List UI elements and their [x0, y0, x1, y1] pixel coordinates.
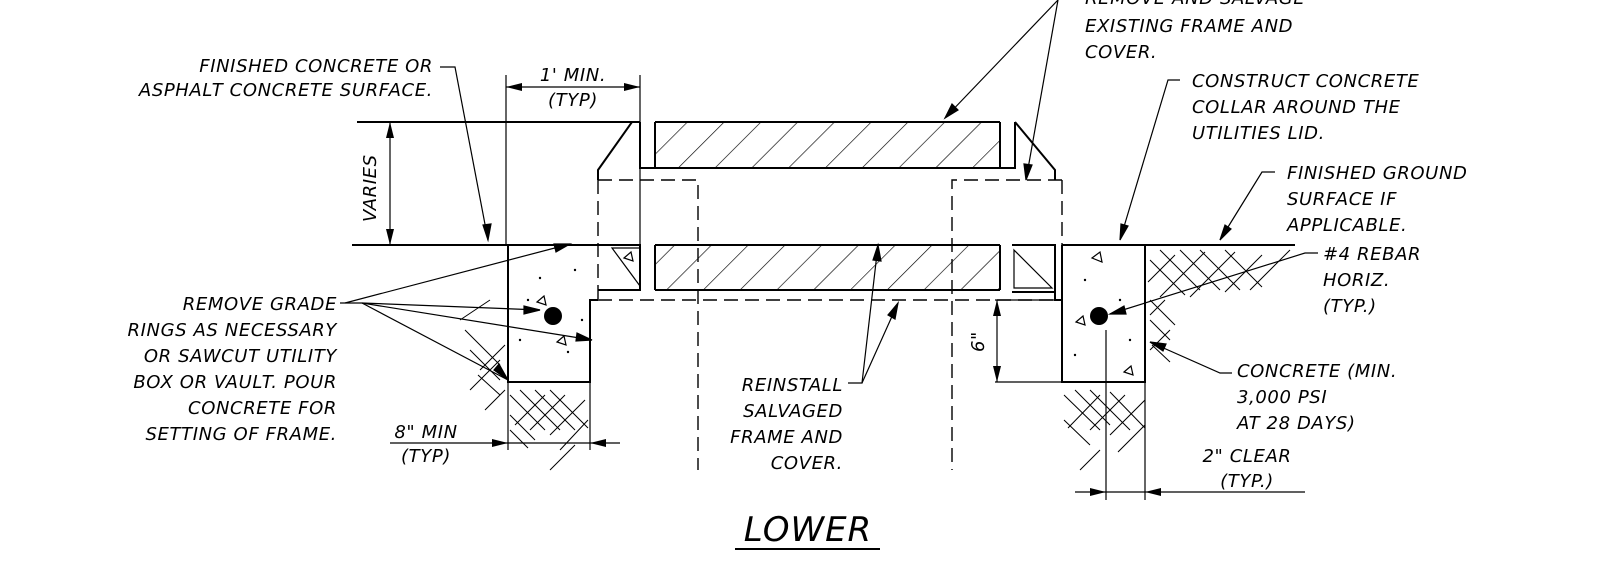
- note-finished-ground-line2: SURFACE IF: [1287, 189, 1397, 210]
- note-construct-collar: CONSTRUCT CONCRETE COLLAR AROUND THE UTI…: [1192, 71, 1419, 144]
- dimension-six-inch: [993, 299, 1062, 383]
- note-reinstall-line3: FRAME AND: [730, 427, 843, 448]
- note-remove-grade-line2: RINGS AS NECESSARY: [128, 320, 339, 341]
- dim-one-foot-label: 1' MIN.: [540, 65, 606, 86]
- dim-two-clear-typ: (TYP.): [1220, 471, 1274, 492]
- note-rebar-line1: #4 REBAR: [1323, 244, 1421, 265]
- dim-eight-inch-label: 8" MIN: [394, 422, 457, 443]
- note-construct-collar-line3: UTILITIES LID.: [1192, 123, 1325, 144]
- note-finished-ground: FINISHED GROUND SURFACE IF APPLICABLE.: [1286, 163, 1467, 236]
- note-finished-ground-line3: APPLICABLE.: [1286, 215, 1407, 236]
- dashed-frame-outline: [597, 179, 1063, 470]
- note-remove-grade-line5: CONCRETE FOR: [188, 398, 337, 419]
- note-construct-collar-line1: CONSTRUCT CONCRETE: [1192, 71, 1419, 92]
- note-remove-salvage: REMOVE AND SALVAGE EXISTING FRAME AND CO…: [1085, 0, 1305, 63]
- note-concrete-line2: 3,000 PSI: [1237, 387, 1327, 408]
- note-remove-grade-line3: OR SAWCUT UTILITY: [144, 346, 338, 367]
- note-rebar: #4 REBAR HORIZ. (TYP.): [1323, 244, 1421, 317]
- note-remove-grade-line6: SETTING OF FRAME.: [146, 424, 337, 445]
- left-rebar-dot: [544, 307, 562, 325]
- note-concrete-line3: AT 28 DAYS): [1236, 413, 1356, 434]
- dim-varies-label: VARIES: [360, 154, 381, 222]
- note-remove-salvage-line2: EXISTING FRAME AND: [1085, 16, 1293, 37]
- right-rebar-dot: [1090, 307, 1108, 325]
- existing-frame-and-cover: [508, 121, 1056, 180]
- note-finished-surface: FINISHED CONCRETE OR ASPHALT CONCRETE SU…: [138, 56, 433, 101]
- note-reinstall-line2: SALVAGED: [743, 401, 843, 422]
- note-remove-salvage-line3: COVER.: [1085, 42, 1157, 63]
- dimension-one-foot: [505, 75, 641, 245]
- note-remove-salvage-line1: REMOVE AND SALVAGE: [1085, 0, 1305, 9]
- reinstalled-frame-and-cover: [598, 244, 1056, 293]
- dimension-two-inch-clear: [1075, 330, 1305, 500]
- dim-eight-inch-typ: (TYP): [401, 446, 451, 467]
- note-reinstall: REINSTALL SALVAGED FRAME AND COVER.: [730, 375, 843, 474]
- note-reinstall-line4: COVER.: [771, 453, 843, 474]
- dimension-eight-inch: [390, 382, 620, 450]
- dim-two-clear-label: 2" CLEAR: [1202, 446, 1291, 467]
- soil-hatching: [459, 249, 1291, 471]
- note-remove-grade-line4: BOX OR VAULT. POUR: [133, 372, 337, 393]
- note-construct-collar-line2: COLLAR AROUND THE: [1192, 97, 1401, 118]
- note-remove-grade-line1: REMOVE GRADE: [183, 294, 337, 315]
- drawing-title: LOWER: [744, 510, 872, 550]
- note-finished-surface-line2: ASPHALT CONCRETE SURFACE.: [138, 80, 433, 101]
- note-remove-grade: REMOVE GRADE RINGS AS NECESSARY OR SAWCU…: [128, 294, 339, 445]
- dimension-varies: [386, 122, 394, 245]
- note-finished-surface-line1: FINISHED CONCRETE OR: [199, 56, 433, 77]
- note-concrete: CONCRETE (MIN. 3,000 PSI AT 28 DAYS): [1236, 361, 1397, 434]
- leader-lines: [340, 0, 1318, 384]
- note-rebar-line2: HORIZ.: [1323, 270, 1390, 291]
- dim-six-inch-label: 6": [968, 331, 989, 352]
- dim-one-foot-typ: (TYP): [548, 90, 598, 111]
- note-rebar-line3: (TYP.): [1323, 296, 1377, 317]
- note-finished-ground-line1: FINISHED GROUND: [1287, 163, 1467, 184]
- note-reinstall-line1: REINSTALL: [742, 375, 843, 396]
- note-concrete-line1: CONCRETE (MIN.: [1237, 361, 1397, 382]
- right-concrete-collar: [1054, 245, 1146, 383]
